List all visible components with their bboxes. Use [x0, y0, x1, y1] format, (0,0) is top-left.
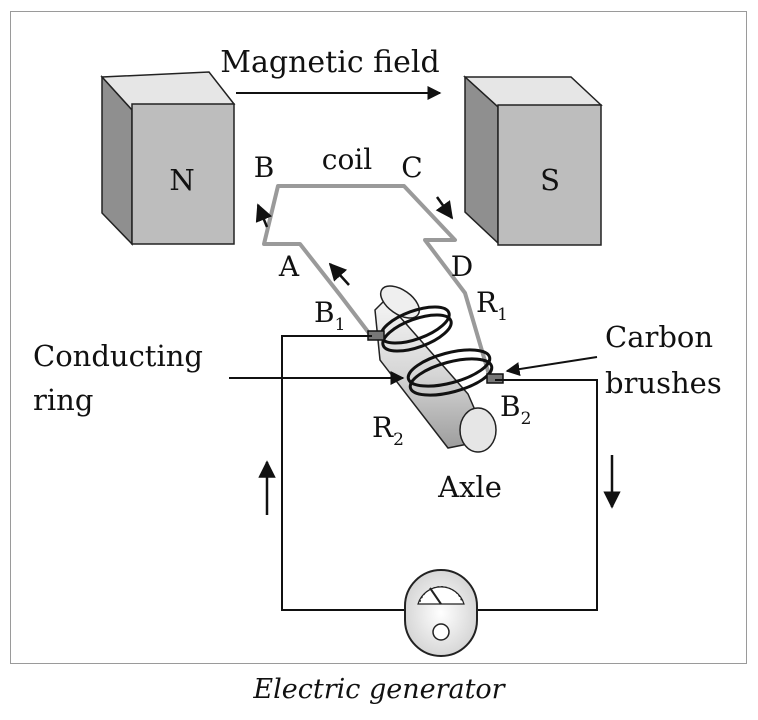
carbon-brushes-label: Carbon brushes	[605, 320, 722, 400]
corner-b-label: B	[254, 151, 275, 184]
galvanometer	[404, 569, 478, 657]
ring-r2-label: R2	[372, 411, 404, 450]
corner-a-label: A	[278, 250, 300, 283]
brush-b1-label: B1	[314, 296, 345, 335]
diagram-frame	[10, 11, 747, 664]
coil-loop	[262, 184, 492, 379]
current-arrow-ab	[255, 203, 273, 228]
axle	[374, 285, 497, 453]
coil-label: coil	[322, 143, 372, 176]
corner-d-label: D	[451, 250, 473, 283]
circuit-wire-return	[475, 379, 598, 611]
ring-r1-label: R1	[476, 286, 508, 325]
current-arrow-b1	[328, 262, 350, 286]
slip-ring-r2	[406, 348, 494, 397]
corner-c-label: C	[401, 151, 422, 184]
current-arrow-cd	[435, 196, 454, 220]
north-magnet: N	[100, 71, 236, 246]
south-pole-label: S	[540, 163, 560, 197]
axle-label: Axle	[437, 470, 502, 504]
conducting-ring-label: Conducting ring	[33, 339, 212, 417]
north-pole-label: N	[169, 163, 194, 197]
figure-caption: Electric generator	[253, 674, 505, 705]
brush-b2-label: B2	[500, 390, 531, 429]
carbon-brushes-pointer	[505, 356, 598, 376]
carbon-brush-b2	[486, 373, 504, 384]
galvanometer-needle	[429, 587, 442, 605]
circuit-wire	[281, 335, 406, 611]
magnetic-field-label: Magnetic field	[220, 45, 439, 80]
south-magnet: S	[463, 75, 603, 246]
